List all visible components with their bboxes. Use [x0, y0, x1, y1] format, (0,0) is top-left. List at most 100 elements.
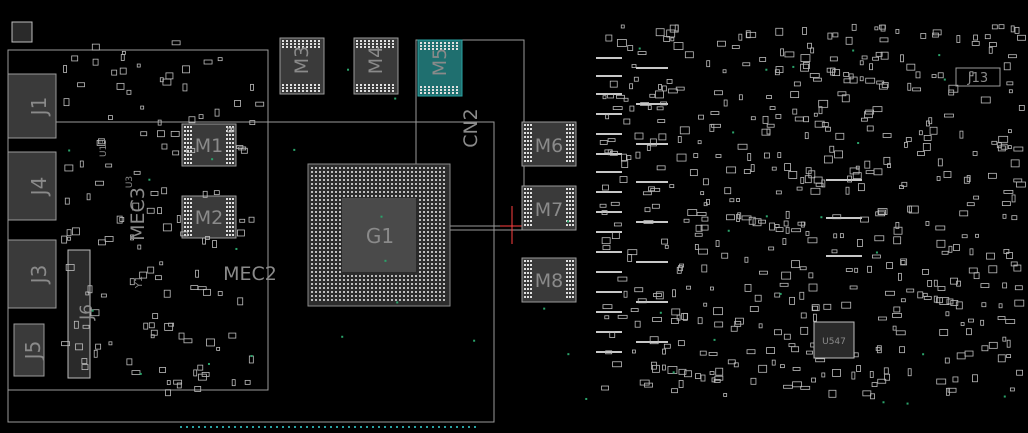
- pad: [439, 199, 441, 201]
- pad: [232, 138, 234, 140]
- pad: [190, 130, 192, 132]
- connector-j3[interactable]: [7, 239, 57, 309]
- pad: [335, 267, 337, 269]
- pad: [452, 86, 454, 88]
- label-m3: M3: [291, 46, 313, 74]
- pad: [435, 255, 437, 257]
- part-topleft[interactable]: [11, 21, 33, 43]
- pad: [702, 178, 709, 186]
- pad: [845, 268, 853, 272]
- pad: [347, 291, 349, 293]
- pad: [823, 303, 832, 310]
- pad: [311, 295, 313, 297]
- pad: [311, 247, 313, 249]
- pad: [427, 271, 429, 273]
- connector-j4[interactable]: [7, 151, 57, 221]
- pad: [315, 235, 317, 237]
- pad: [443, 191, 445, 193]
- connector-j5[interactable]: [13, 323, 45, 377]
- pad: [527, 292, 529, 294]
- pad: [800, 177, 805, 184]
- pad: [627, 249, 638, 256]
- pad: [423, 247, 425, 249]
- pad: [363, 279, 365, 281]
- pad: [323, 215, 325, 217]
- label-j3: J3: [27, 265, 51, 286]
- pad: [420, 86, 422, 88]
- pad: [812, 305, 819, 311]
- pad: [240, 426, 242, 428]
- connector-j1[interactable]: [7, 73, 57, 139]
- pad: [566, 220, 568, 222]
- pad: [961, 234, 968, 239]
- pad: [435, 179, 437, 181]
- pad: [407, 291, 409, 293]
- pad: [835, 132, 845, 140]
- pad-dots: [184, 40, 574, 301]
- pad: [294, 426, 296, 428]
- pad: [746, 31, 757, 38]
- pad: [473, 339, 476, 342]
- pad: [605, 114, 610, 120]
- pad: [387, 287, 389, 289]
- pad: [90, 309, 100, 317]
- pad: [339, 215, 341, 217]
- pad: [351, 287, 353, 289]
- pad: [736, 214, 740, 222]
- pad: [431, 179, 433, 181]
- chip-u547[interactable]: [813, 321, 855, 359]
- pad: [938, 54, 941, 57]
- pad: [339, 267, 341, 269]
- connector-j13[interactable]: [955, 67, 1001, 87]
- pad: [323, 167, 325, 169]
- pad: [953, 244, 960, 251]
- pad: [335, 251, 337, 253]
- j13-part[interactable]: [955, 67, 1001, 87]
- pad: [315, 219, 317, 221]
- pad: [621, 153, 627, 162]
- pad: [343, 167, 345, 169]
- pad: [310, 84, 312, 86]
- pad: [356, 87, 358, 89]
- connector-j6[interactable]: [67, 249, 91, 379]
- pad: [637, 298, 647, 304]
- pad: [226, 218, 228, 220]
- pad: [723, 393, 728, 397]
- pad: [879, 37, 889, 43]
- pad: [351, 275, 353, 277]
- pad: [530, 132, 532, 134]
- pad: [569, 224, 571, 226]
- pad: [423, 191, 425, 193]
- pad: [339, 227, 341, 229]
- pad: [572, 292, 574, 294]
- pad: [395, 275, 397, 277]
- pad: [359, 283, 361, 285]
- pad: [388, 46, 390, 48]
- pad: [399, 183, 401, 185]
- pad: [800, 63, 809, 72]
- u547-part[interactable]: [813, 321, 855, 359]
- pad: [530, 200, 532, 202]
- pad: [415, 295, 417, 297]
- pad: [650, 187, 661, 192]
- pad: [709, 371, 715, 375]
- pad: [872, 254, 881, 259]
- pad: [359, 179, 361, 181]
- pad: [311, 203, 313, 205]
- pad: [613, 222, 622, 227]
- pad: [288, 426, 290, 428]
- pad: [387, 299, 389, 301]
- pad: [731, 45, 740, 49]
- pad: [904, 141, 908, 148]
- pad: [419, 255, 421, 257]
- pad: [282, 46, 284, 48]
- label-m7: M7: [535, 199, 563, 221]
- pad: [327, 227, 329, 229]
- pad: [392, 43, 394, 45]
- pad: [435, 199, 437, 201]
- pad: [395, 167, 397, 169]
- pad: [1010, 25, 1015, 33]
- pad: [700, 374, 706, 382]
- pad: [392, 46, 394, 48]
